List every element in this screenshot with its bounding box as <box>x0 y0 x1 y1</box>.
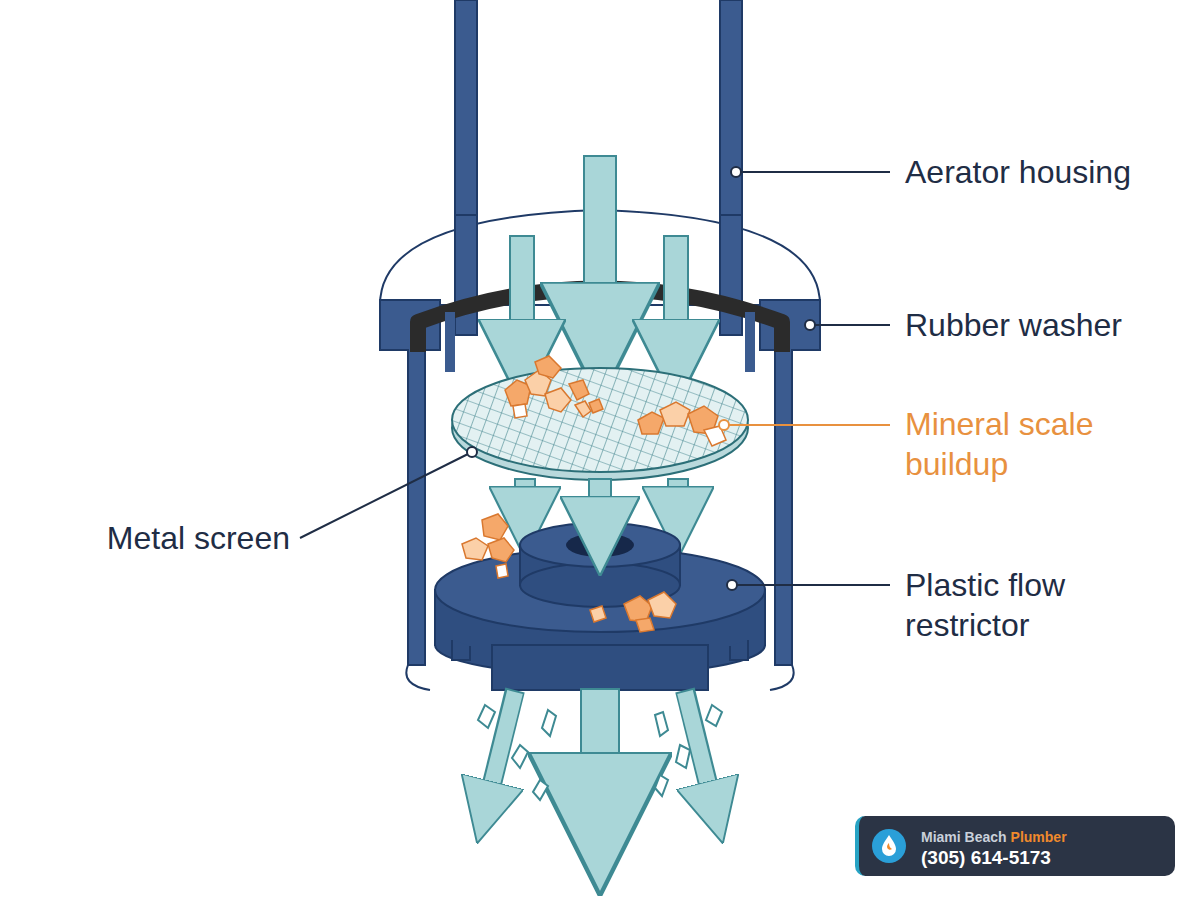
crystal <box>636 618 654 632</box>
splash-drop <box>533 780 548 800</box>
splash-drop <box>542 710 556 736</box>
leader-line <box>724 424 890 426</box>
splash-drop <box>706 705 722 726</box>
restrictor-hub <box>520 523 680 567</box>
crystal <box>638 412 664 434</box>
mineral-scale <box>462 356 726 632</box>
flow-arrow <box>665 237 687 345</box>
flow-arrow-outline <box>509 235 535 345</box>
crystal <box>535 356 561 378</box>
water-splash <box>478 705 722 800</box>
part-label: Metal screen <box>40 518 290 558</box>
crystal-cluster <box>575 399 603 417</box>
flow-arrow-outline <box>588 478 612 520</box>
part-label: Plastic flow restrictor <box>905 565 1135 645</box>
flow-arrow <box>685 692 712 800</box>
crystal <box>569 380 589 400</box>
crystal-cluster <box>505 356 589 418</box>
splash-drop <box>655 775 668 796</box>
icon-flame <box>887 843 892 850</box>
splash-drop <box>512 745 528 768</box>
crystal-cluster <box>462 514 514 578</box>
leader-line <box>732 584 890 586</box>
leader-dot <box>467 447 477 457</box>
flow-arrow-outline <box>663 235 689 345</box>
housing-wall <box>760 300 820 665</box>
leader-dot <box>805 320 815 330</box>
phone-line: (305) 614-5173 <box>921 847 1051 869</box>
crystal <box>462 538 488 560</box>
splash-drop <box>676 745 690 768</box>
outlet-nozzle <box>492 645 708 690</box>
crystal-cluster <box>590 592 676 632</box>
crystal <box>590 606 606 622</box>
icon-circle <box>872 829 906 863</box>
brand-name: Miami Beach <box>921 829 1007 845</box>
splash-drop <box>655 712 668 736</box>
crystal <box>589 399 603 413</box>
flow-arrow-outline <box>667 478 689 508</box>
part-label: Rubber washer <box>905 305 1185 345</box>
crystal <box>660 402 690 426</box>
pipe-wall <box>720 215 742 335</box>
leader-dot <box>727 580 737 590</box>
leader-dot <box>719 420 729 430</box>
flow-arrow <box>488 692 515 800</box>
leader-line <box>736 171 890 173</box>
flow-arrow <box>590 480 610 520</box>
flow-arrow <box>511 237 533 345</box>
crystal <box>648 592 676 618</box>
flow-arrow <box>669 480 687 508</box>
icon-drop <box>882 835 896 856</box>
leader-line <box>300 452 472 538</box>
leader-dot <box>731 167 741 177</box>
flow-arrow <box>585 157 615 318</box>
flow-arrow-outline <box>583 155 617 318</box>
part-label: Mineral scale buildup <box>905 404 1135 484</box>
brand-accent: Plumber <box>1011 829 1067 845</box>
part-label: Aerator housing <box>905 152 1185 192</box>
flow-arrow-outline <box>488 690 515 800</box>
leader-line <box>810 324 890 326</box>
drop-icon <box>867 824 911 868</box>
leader-lines <box>300 167 890 590</box>
flow-arrow <box>582 690 618 795</box>
crystal <box>513 404 527 418</box>
metal-screen <box>452 368 748 472</box>
splash-drop <box>478 705 495 728</box>
crystal <box>482 514 508 540</box>
flow-arrow-outline <box>580 688 620 795</box>
crystal <box>496 564 508 578</box>
crystal <box>545 388 571 412</box>
phone-number: (305) 614-5173 <box>921 847 1051 868</box>
flow-arrow <box>516 480 534 508</box>
crystal-cluster <box>638 402 726 446</box>
flow-arrow-outline <box>514 478 536 508</box>
crystal <box>488 538 514 562</box>
restrictor-hole <box>566 533 634 557</box>
flow-arrow-outline <box>685 690 712 800</box>
brand-badge: Miami BeachPlumber (305) 614-5173 <box>855 816 1175 876</box>
washer-seat <box>450 312 750 372</box>
brand-line: Miami BeachPlumber <box>921 829 1067 845</box>
